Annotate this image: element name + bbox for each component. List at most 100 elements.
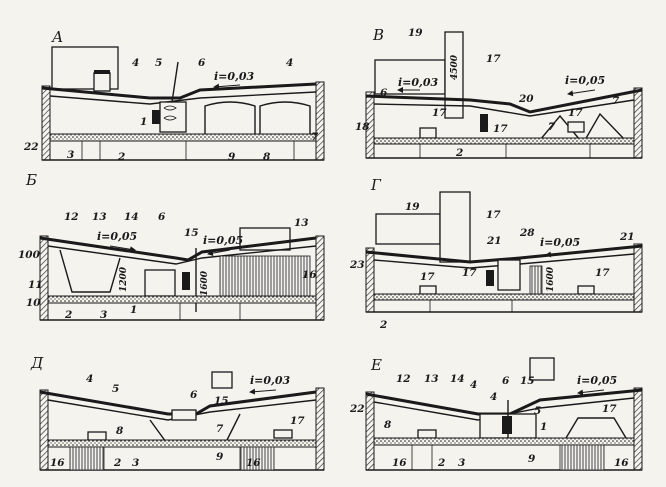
vent-box	[171, 409, 197, 421]
callout-number: 9	[216, 451, 224, 463]
slope-arrow	[109, 245, 136, 253]
callout-number: 18	[355, 121, 370, 133]
superstructure-box	[374, 59, 446, 95]
callout-number: 17	[602, 403, 617, 415]
callout-number: 16	[614, 457, 629, 469]
dimension-4500: 4500	[450, 54, 460, 80]
panel-b: Б 1200 1600 i=0,05 i=0,05 12 13 14 6 15 …	[18, 171, 325, 321]
callout-number: 19	[405, 201, 420, 213]
callout-number: 17	[493, 123, 508, 135]
callout-number: 13	[92, 211, 107, 223]
grille-block	[239, 446, 275, 471]
tank	[87, 431, 107, 441]
panel-a-label: А	[51, 28, 63, 46]
slope-label: i=0,05	[577, 374, 617, 387]
dimension-1200: 1200	[119, 266, 129, 292]
callout-number: 19	[408, 27, 423, 39]
vent-grille	[486, 270, 494, 286]
callout-number: 2	[379, 319, 387, 331]
slope-label: i=0,05	[540, 236, 580, 249]
callout-number: 9	[228, 151, 236, 163]
grille-block	[219, 255, 311, 303]
callout-number: 6	[380, 87, 388, 99]
ceiling-line	[373, 253, 635, 269]
slope-label: i=0,03	[214, 70, 255, 83]
callout-number: 28	[519, 227, 535, 239]
callout-number: 20	[518, 93, 534, 105]
roof-line	[365, 244, 643, 264]
callout-number: 1	[540, 421, 547, 433]
callout-number: 7	[216, 423, 224, 435]
vent-cap	[94, 70, 110, 74]
vent-box	[497, 259, 521, 291]
slope-label: i=0,05	[565, 74, 605, 87]
callout-number: 16	[302, 269, 317, 281]
callout-number: 4	[132, 57, 139, 69]
callout-number: 14	[450, 373, 465, 385]
slab	[49, 133, 317, 142]
callout-number: 8	[384, 419, 392, 431]
slab	[47, 295, 317, 304]
callout-number: 17	[420, 271, 435, 283]
callout-number: 7	[311, 131, 319, 143]
vent-louvers	[163, 105, 177, 121]
dimension-1600: 1600	[200, 270, 210, 296]
callout-number: 17	[486, 53, 501, 65]
callout-number: 10	[26, 297, 41, 309]
callout-number: 8	[263, 151, 271, 163]
callout-number: 3	[100, 309, 107, 321]
callout-number: 2	[113, 457, 121, 469]
panel-e-label: Е	[370, 356, 382, 374]
callout-number: 16	[392, 457, 407, 469]
callout-number: 2	[437, 457, 445, 469]
panel-b-label: Б	[25, 171, 37, 189]
dimension-1600: 1600	[546, 266, 556, 292]
panel-g-label: Г	[370, 176, 382, 194]
ceiling-line	[47, 245, 317, 265]
right-wall	[315, 387, 325, 471]
callout-number: 1	[140, 116, 147, 128]
callout-number: 15	[520, 375, 535, 387]
slope-arrow	[249, 388, 277, 395]
slope-label: i=0,05	[97, 230, 137, 243]
tank	[417, 429, 437, 439]
panel-g: Г 1600 i=0,05 19 17 21 28 21 23 17 17 17…	[349, 176, 643, 331]
slope-arrow	[567, 89, 596, 97]
callout-number: 12	[396, 373, 411, 385]
callout-number: 100	[18, 249, 41, 261]
callout-number: 17	[568, 107, 583, 119]
slope-arrow	[213, 83, 241, 90]
vent-grille	[502, 416, 512, 434]
vent-grille	[480, 114, 488, 132]
callout-number: 17	[432, 107, 447, 119]
panel-e: Е i=0,05 12 13 14 4 6 15 4 5 1 17 22 8 9…	[349, 356, 643, 471]
callout-number: 3	[132, 457, 139, 469]
panel-v-label: В	[372, 26, 384, 44]
callout-number: 17	[290, 415, 305, 427]
vent-grille	[182, 272, 190, 290]
callout-number: 3	[67, 149, 74, 161]
callout-number: 6	[190, 389, 198, 401]
tank	[567, 121, 585, 133]
callout-number: 16	[246, 457, 261, 469]
slab	[373, 293, 635, 301]
callout-number: 7	[548, 121, 556, 133]
panel-d-label: Д	[30, 354, 44, 372]
callout-number: 6	[198, 57, 206, 69]
panel-d: Д i=0,03 4 5 6 15 7 17 8 9 16 16 2 3	[30, 354, 325, 471]
slab	[373, 137, 635, 145]
callout-number: 13	[294, 217, 309, 229]
slope-label: i=0,05	[203, 234, 243, 247]
callout-number: 13	[424, 373, 439, 385]
tank	[577, 285, 595, 295]
tank	[419, 285, 437, 295]
left-wall	[39, 235, 49, 321]
callout-number: 22	[349, 403, 365, 415]
callout-number: 15	[214, 395, 229, 407]
roof-line	[365, 88, 643, 114]
pipe	[171, 61, 179, 103]
callout-number: 12	[64, 211, 79, 223]
callout-number: 5	[155, 57, 162, 69]
callout-number: 2	[455, 147, 463, 159]
